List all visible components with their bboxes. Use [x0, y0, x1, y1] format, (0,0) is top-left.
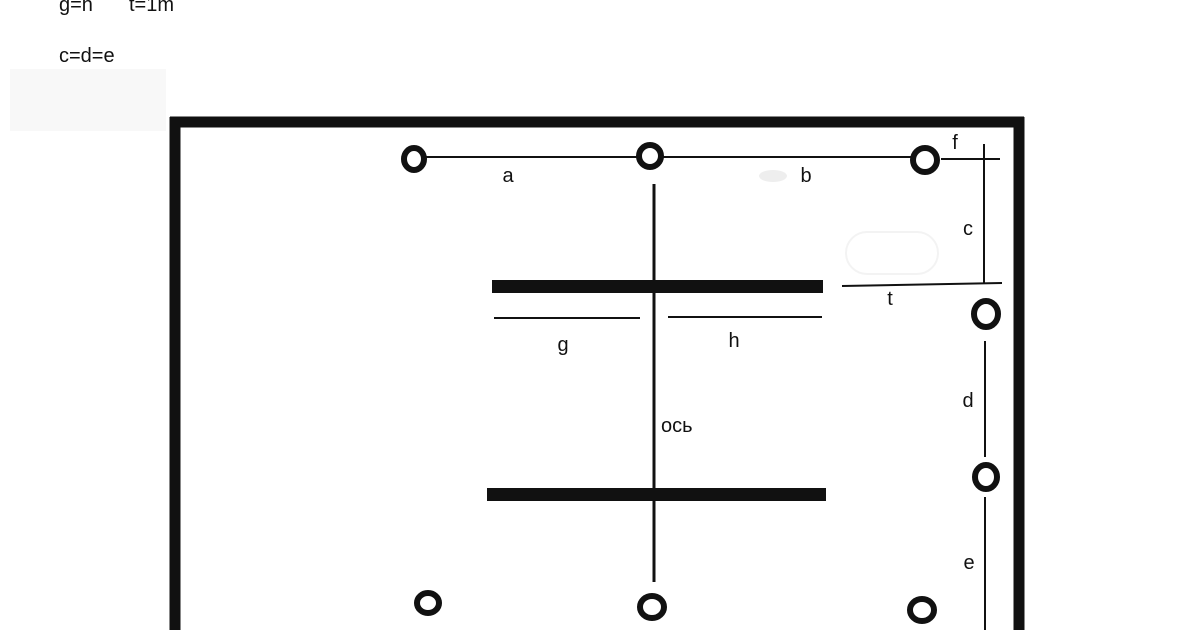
label-h: h: [728, 330, 739, 352]
dimension-t-line: [841, 282, 1003, 287]
ring-marker: [910, 145, 940, 175]
label-g: g: [557, 334, 568, 356]
label-f: f: [952, 132, 958, 154]
thick-bar-bottom: [487, 488, 826, 501]
label-c: c: [963, 218, 973, 240]
faint-background-block: [10, 69, 166, 131]
label-axis: ось: [661, 415, 693, 437]
label-b: b: [800, 165, 811, 187]
note-t-value: t=1m: [129, 0, 175, 16]
note-c-d-e-equal: c=d=e: [59, 45, 115, 67]
note-g-equals-h: g=h: [59, 0, 93, 16]
ring-marker: [636, 142, 664, 170]
ring-marker: [414, 590, 442, 616]
ring-markers: [401, 142, 1001, 624]
label-d: d: [962, 390, 973, 412]
faint-smudge: [759, 170, 787, 182]
ring-marker: [637, 593, 667, 621]
label-t: t: [887, 288, 893, 310]
label-a: a: [502, 165, 514, 187]
faint-mark: [845, 231, 939, 275]
thick-bar-top: [492, 280, 823, 293]
ring-marker: [971, 298, 1001, 330]
ring-marker: [907, 596, 937, 624]
ring-marker: [401, 145, 427, 173]
ring-marker: [972, 462, 1000, 492]
room-frame: [169, 116, 1025, 630]
label-e: e: [963, 552, 974, 574]
